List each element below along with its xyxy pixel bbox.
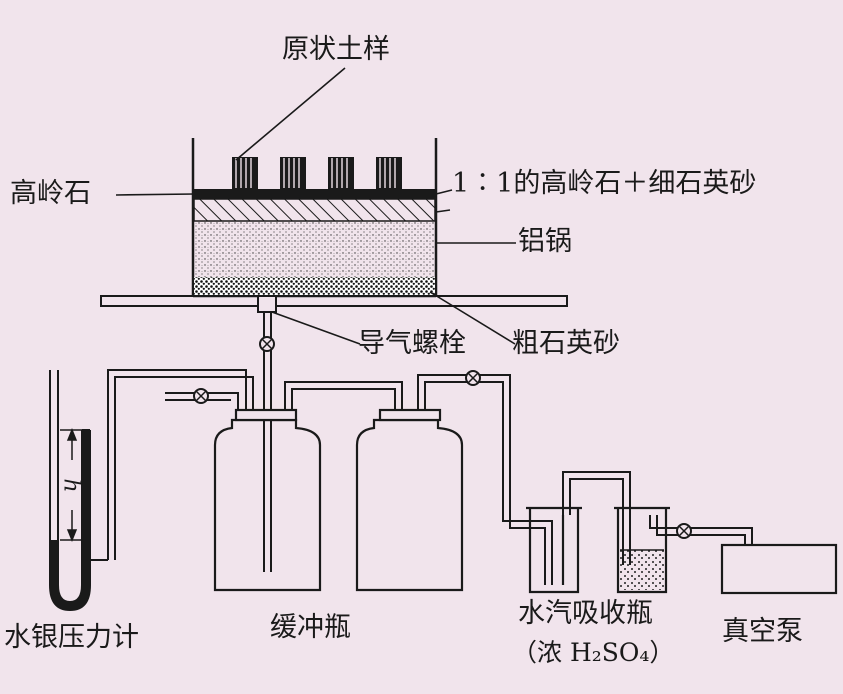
soil-cores xyxy=(232,157,402,189)
label-vacuum-pump: 真空泵 xyxy=(722,616,803,647)
kaolinite-layer xyxy=(194,189,435,199)
label-gas-bolt: 导气螺栓 xyxy=(358,328,466,359)
buffer-bottle-2 xyxy=(355,408,464,592)
coarse-sand-layer xyxy=(194,277,435,295)
buffer-bottle-1 xyxy=(213,408,322,592)
height-dimension xyxy=(60,427,82,543)
vapor-absorber-1 xyxy=(526,506,582,594)
tubing xyxy=(107,312,753,585)
label-height: h xyxy=(58,478,84,493)
mercury xyxy=(50,430,90,610)
label-manometer: 水银压力计 xyxy=(4,622,139,653)
label-vapor-absorber-note: （浓 H₂SO₄） xyxy=(512,638,675,667)
gas-bolt xyxy=(257,295,277,313)
fine-sand-layer xyxy=(194,221,435,277)
vapor-absorber-2 xyxy=(614,506,670,594)
base-plate xyxy=(100,295,568,307)
leader-lines xyxy=(115,67,516,345)
label-kaolinite: 高岭石 xyxy=(10,178,91,209)
label-soil-sample: 原状土样 xyxy=(282,34,390,65)
sulfuric-acid xyxy=(620,550,664,590)
label-mix-layer: 1∶1的高岭石＋细石英砂 xyxy=(452,168,757,199)
label-aluminum-pot: 铝锅 xyxy=(518,226,572,257)
label-buffer-bottle: 缓冲瓶 xyxy=(270,612,351,643)
label-vapor-absorber: 水汽吸收瓶 xyxy=(518,598,653,629)
label-coarse-sand: 粗石英砂 xyxy=(512,328,620,359)
vacuum-pump xyxy=(720,543,838,595)
mix-layer xyxy=(193,198,436,222)
